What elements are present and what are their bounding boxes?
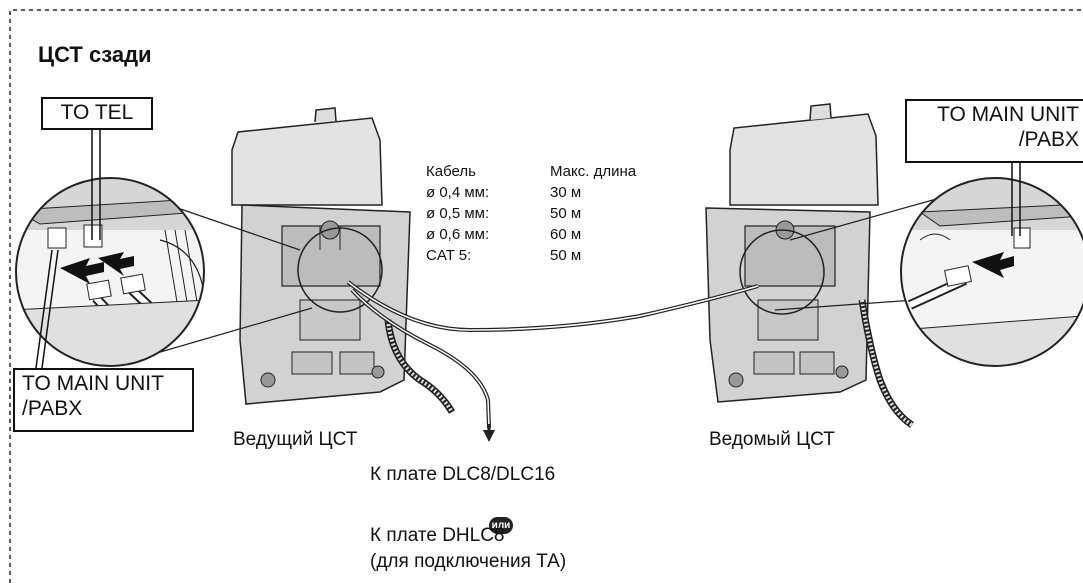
connection-line1: К плате DLC8/DLC16	[370, 464, 555, 486]
master-phone-illustration	[232, 108, 452, 412]
to-tel-text: TO TEL	[61, 101, 134, 124]
connection-line2: К плате DHLC8	[370, 525, 505, 547]
slave-phone-illustration	[706, 104, 912, 425]
table-header-length: Макс. длина	[550, 161, 636, 182]
connection-line3: (для подключения ТА)	[370, 551, 566, 573]
table-cell: 50 м	[550, 245, 581, 266]
table-cell: ø 0,5 мм:	[426, 203, 489, 224]
table-header-cable: Кабель	[426, 161, 476, 182]
master-phone-caption: Ведущий ЦСТ	[233, 429, 357, 451]
to-tel-label: TO TEL	[41, 97, 153, 130]
to-main-unit-right-line1: TO MAIN UNIT	[914, 102, 1079, 127]
to-main-unit-left-label: TO MAIN UNIT /PABX	[13, 368, 194, 432]
table-cell: 50 м	[550, 203, 581, 224]
table-cell: ø 0,4 мм:	[426, 182, 489, 203]
to-main-unit-left-line1: TO MAIN UNIT	[22, 371, 185, 396]
slave-phone-caption: Ведомый ЦСТ	[709, 429, 835, 451]
left-zoom-circle	[10, 128, 210, 380]
table-cell: CAT 5:	[426, 245, 471, 266]
table-cell: ø 0,6 мм:	[426, 224, 489, 245]
to-main-unit-right-label: TO MAIN UNIT /PABX	[905, 99, 1083, 163]
to-main-unit-right-line2: /PABX	[914, 127, 1079, 152]
table-cell: 60 м	[550, 224, 581, 245]
table-cell: 30 м	[550, 182, 581, 203]
page-title: ЦСТ сзади	[38, 42, 152, 68]
cable-master-to-slave	[348, 282, 758, 330]
to-main-unit-left-line2: /PABX	[22, 396, 185, 421]
right-zoom-circle	[900, 136, 1083, 380]
